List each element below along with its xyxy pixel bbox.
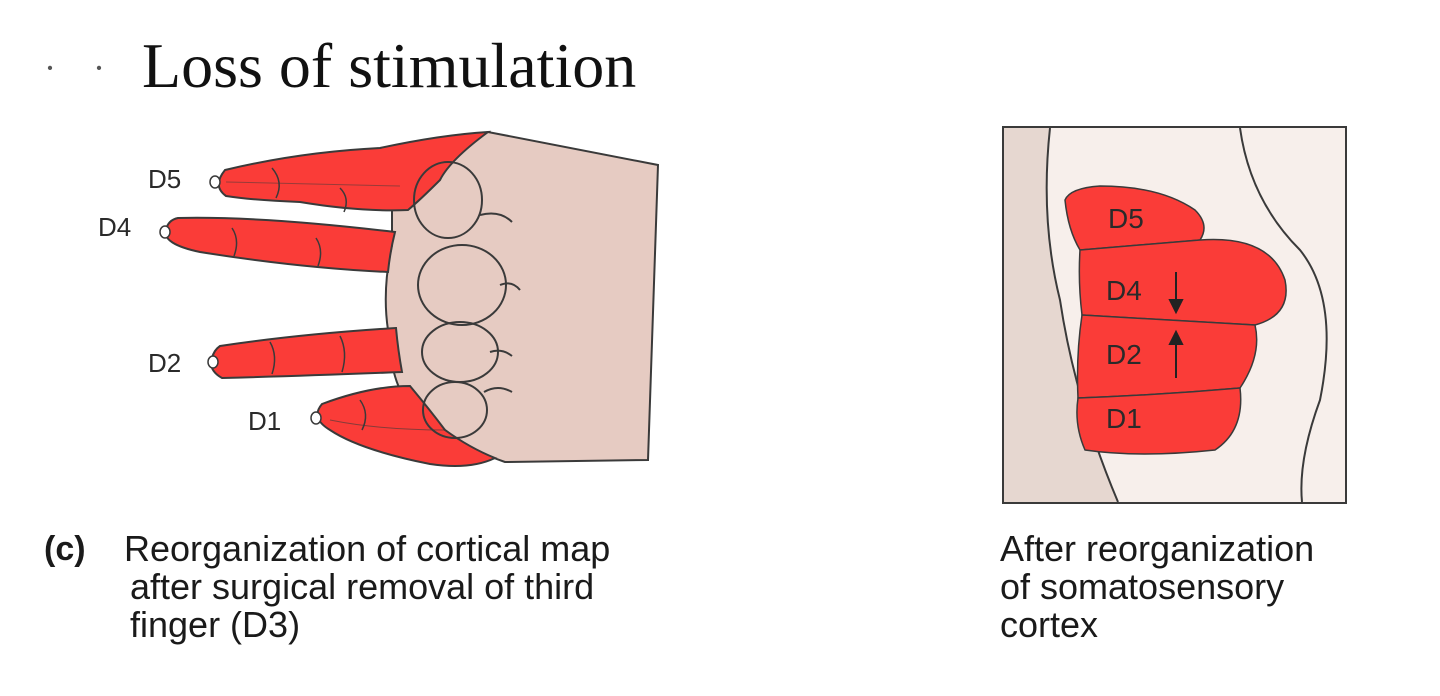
hand-caption-line: finger (D3) [130,604,301,645]
cortex-caption: After reorganization of somatosensory co… [1000,530,1314,644]
cortex-label-d2: D2 [1106,339,1142,370]
bullet-marker: · · [44,48,119,88]
digit-label-d2: D2 [148,348,181,378]
cortex-caption-line: cortex [1000,604,1099,645]
finger-d2 [210,326,404,380]
cortex-region-d2 [1076,314,1258,399]
digit-label-d1: D1 [248,406,281,436]
hand-caption: Reorganization of cortical map after sur… [124,530,610,644]
cortex-label-d1: D1 [1106,403,1142,434]
hand-diagram: D5 D4 D2 D1 [98,130,660,467]
finger-d5 [217,130,492,212]
cortex-label-d4: D4 [1106,275,1142,306]
digit-label-d5: D5 [148,164,181,194]
cortex-caption-line: of somatosensory [1000,566,1285,607]
reorganization-arrows [1168,272,1184,378]
finger-d1 [316,384,498,467]
cortex-diagram: D5 D4 D2 D1 [1002,126,1347,504]
digit-label-d4: D4 [98,212,131,242]
cortex-label-d5: D5 [1108,203,1144,234]
slide-title: Loss of stimulation [142,30,637,101]
caption-marker: (c) [44,530,86,568]
finger-d4 [164,216,397,274]
hand-caption-line: Reorganization of cortical map [124,528,611,569]
cortex-region-d1 [1076,387,1242,455]
hand-caption-line: after surgical removal of third [130,566,595,607]
knuckles [413,161,521,439]
cortex-caption-line: After reorganization [1000,528,1315,569]
